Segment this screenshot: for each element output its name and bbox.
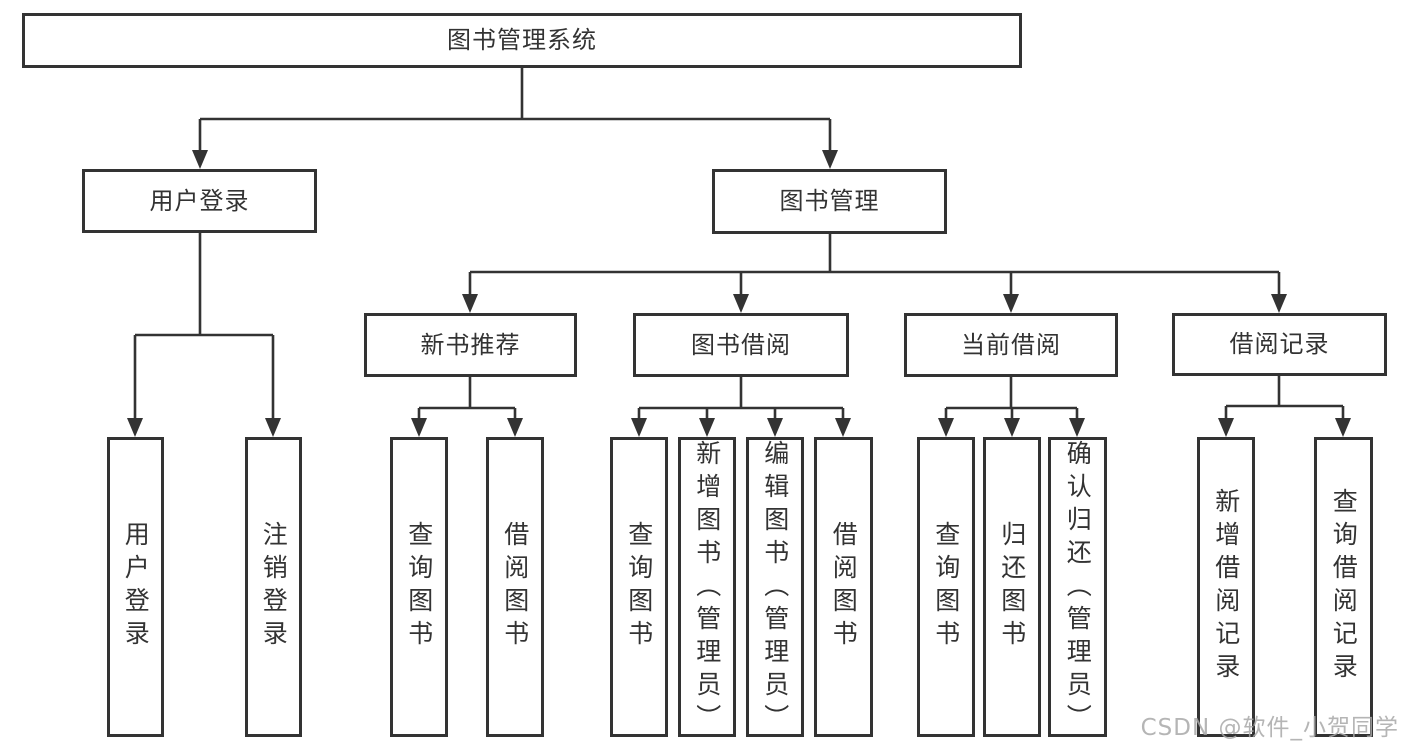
node-book-management-branch: 图书管理 [712, 169, 947, 234]
leaf-add-borrow-record: 新增借阅记录 [1197, 437, 1255, 737]
node-current-borrowing: 当前借阅 [904, 313, 1118, 377]
leaf-user-login: 用户登录 [107, 437, 164, 737]
node-new-book-recommend: 新书推荐 [364, 313, 577, 377]
leaf-query-books-borrowing: 查询图书 [610, 437, 668, 737]
leaf-borrow-books-recommend: 借阅图书 [486, 437, 544, 737]
leaf-logout-login: 注销登录 [245, 437, 302, 737]
leaf-query-books-recommend: 查询图书 [390, 437, 448, 737]
node-book-borrowing: 图书借阅 [633, 313, 849, 377]
node-library-management-system: 图书管理系统 [22, 13, 1022, 68]
csdn-watermark: CSDN @软件_小贺同学 [1140, 715, 1399, 741]
tree-edges [133, 68, 1345, 422]
leaf-query-books-current: 查询图书 [917, 437, 975, 737]
arrowheads [127, 150, 1351, 437]
leaf-borrow-books-borrowing: 借阅图书 [814, 437, 873, 737]
node-borrowing-records: 借阅记录 [1172, 313, 1387, 376]
node-user-login-branch: 用户登录 [82, 169, 317, 233]
leaf-return-books: 归还图书 [983, 437, 1041, 737]
leaf-add-books-admin: 新增图书（管理员） [678, 437, 736, 737]
leaf-edit-books-admin: 编辑图书（管理员） [746, 437, 804, 737]
leaf-query-borrow-record: 查询借阅记录 [1314, 437, 1373, 737]
leaf-confirm-return-admin: 确认归还（管理员） [1048, 437, 1107, 737]
